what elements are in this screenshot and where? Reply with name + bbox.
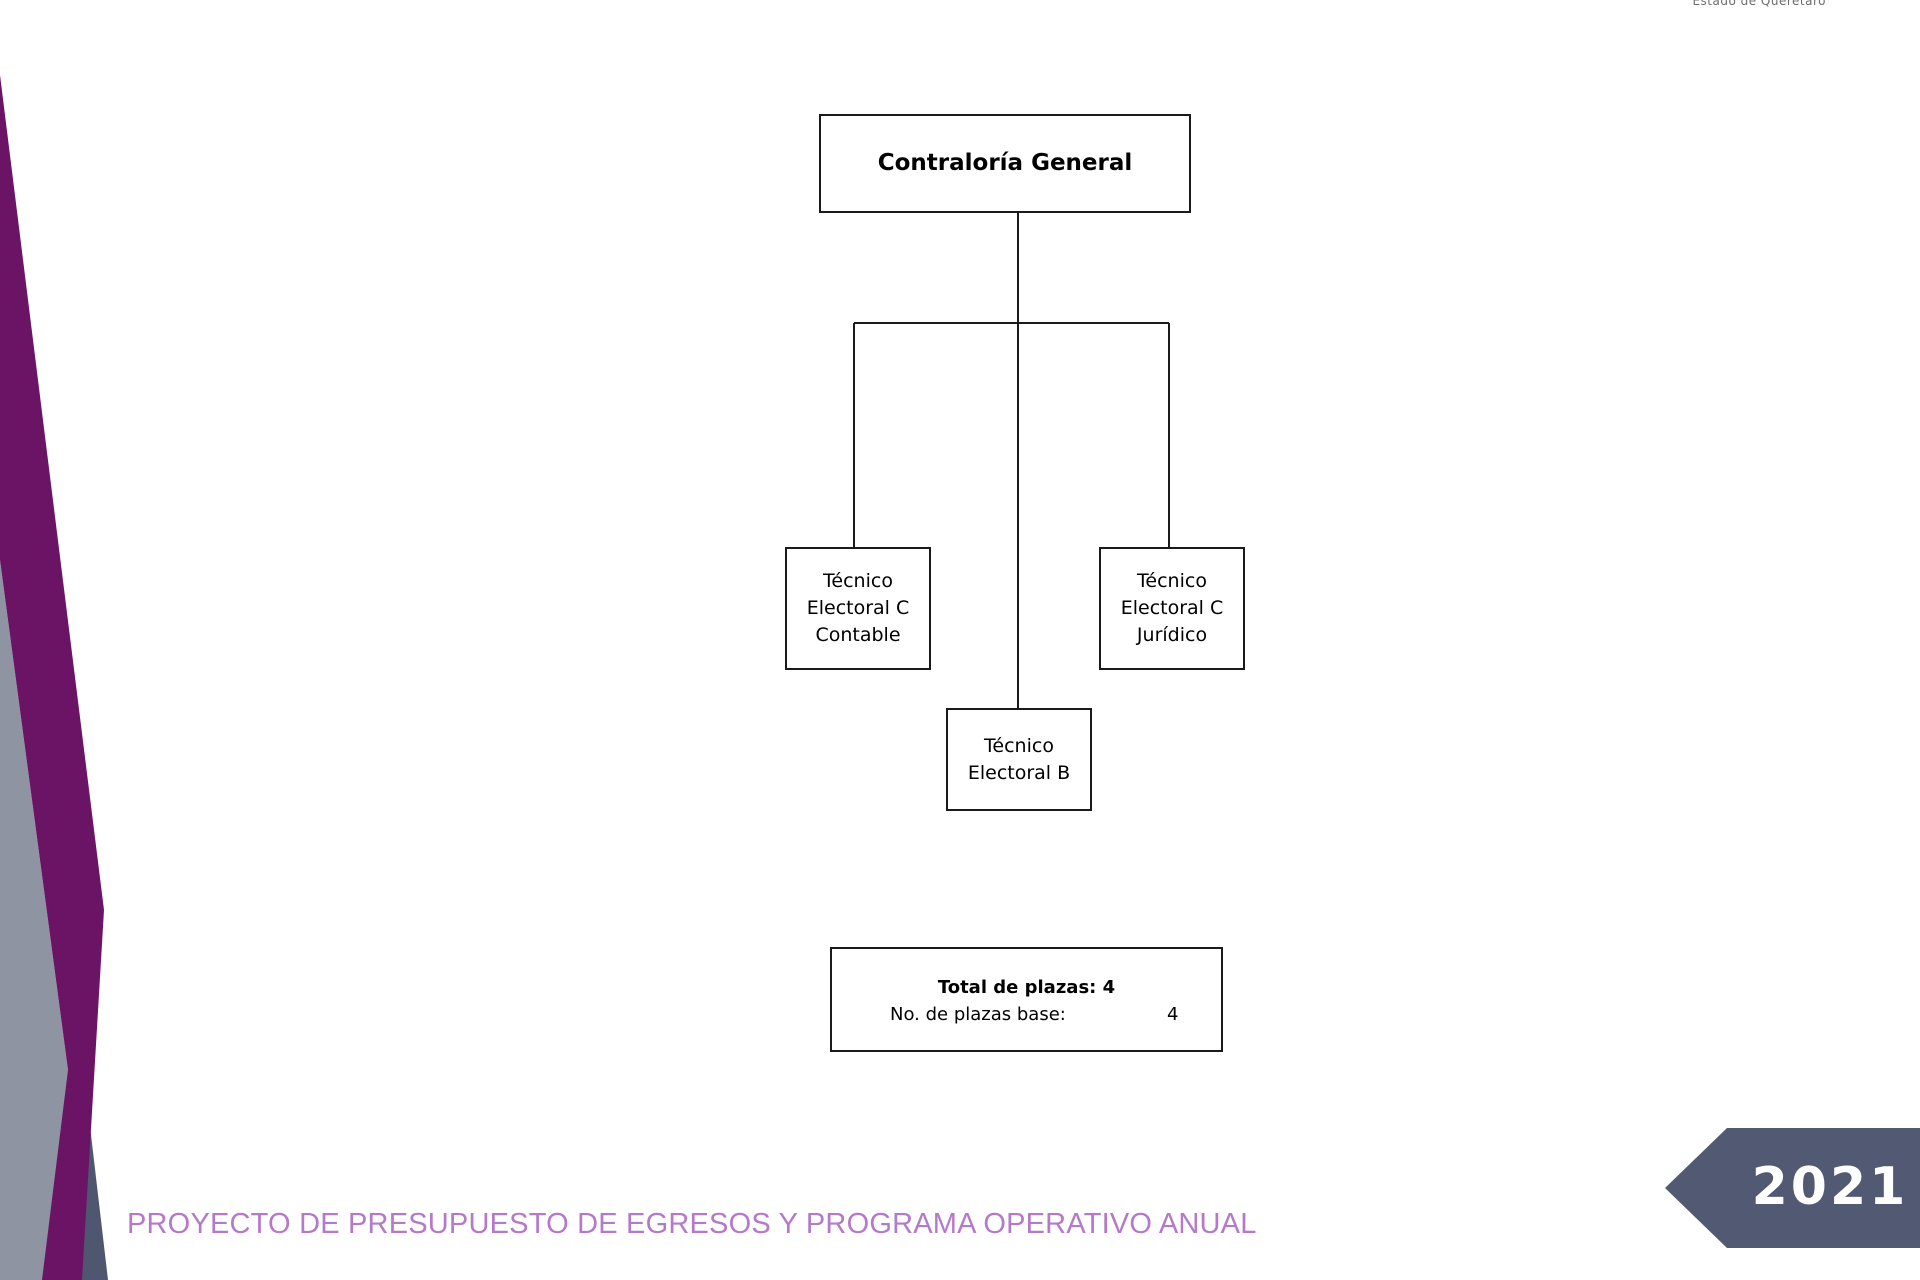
year-badge xyxy=(1665,1128,1920,1248)
header-organization: Estado de Querétaro xyxy=(1692,0,1826,8)
org-node-label: Contraloría General xyxy=(877,150,1133,176)
org-node-line: Técnico xyxy=(823,570,893,592)
footer-title: PROYECTO DE PRESUPUESTO DE EGRESOS Y PRO… xyxy=(127,1208,1257,1240)
purple-side-band xyxy=(0,75,104,1280)
org-node-line: Contable xyxy=(815,624,901,646)
gray-side-band xyxy=(0,560,68,1280)
org-node-line: Técnico xyxy=(1137,570,1207,592)
org-node-line: Electoral B xyxy=(967,761,1071,784)
total-plazas-label: Total de plazas: 4 xyxy=(937,977,1116,998)
org-node-line: Electoral C xyxy=(806,597,910,619)
org-node-line: Técnico xyxy=(984,734,1054,757)
org-node-tecnico-electoral-c-juridico: Técnico Electoral C Jurídico xyxy=(1099,547,1245,670)
year-label: 2021 xyxy=(1751,1157,1909,1217)
org-node-contraloria-general: Contraloría General xyxy=(819,114,1191,213)
summary-box: Total de plazas: 4 No. de plazas base: 4 xyxy=(830,947,1223,1052)
org-node-tecnico-electoral-c-contable: Técnico Electoral C Contable xyxy=(785,547,931,670)
org-node-line: Jurídico xyxy=(1136,624,1208,646)
year-badge-shape xyxy=(1665,1128,1920,1248)
base-plazas-label: No. de plazas base: xyxy=(890,1004,1066,1025)
base-plazas-value: 4 xyxy=(1167,1004,1179,1025)
org-node-tecnico-electoral-b: Técnico Electoral B xyxy=(946,708,1092,811)
org-node-line: Electoral C xyxy=(1120,597,1224,619)
